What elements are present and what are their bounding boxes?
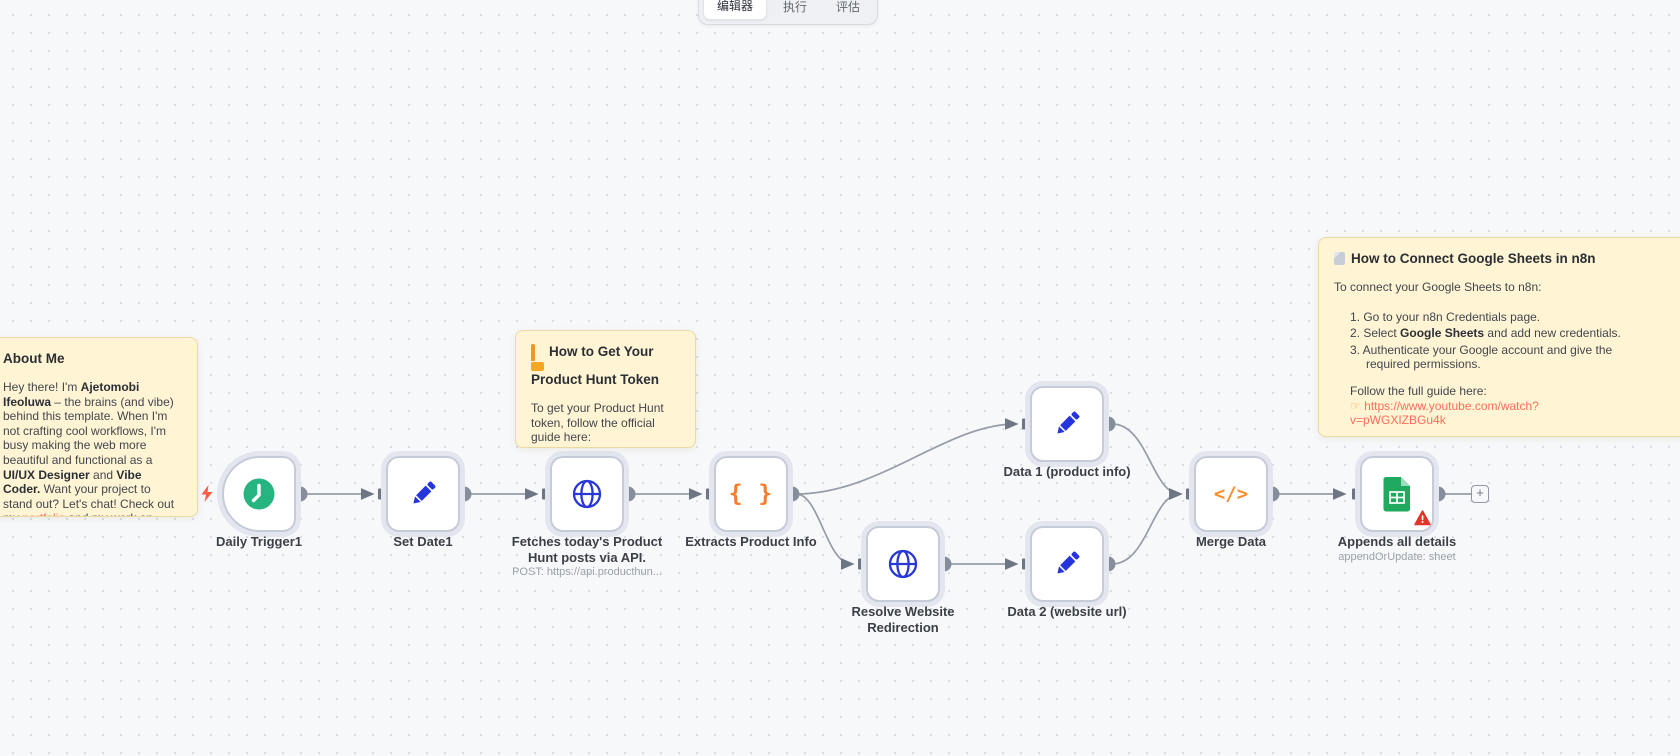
youtube-guide-link[interactable]: https://www.youtube.com/watch?v=pWGXIZBG… bbox=[1350, 398, 1539, 428]
input-port[interactable] bbox=[542, 488, 546, 500]
connection-data1-merge[interactable] bbox=[1111, 423, 1183, 500]
clock-icon bbox=[243, 478, 275, 510]
node-label-daily-trigger: Daily Trigger1 bbox=[216, 534, 302, 549]
sticky-note-google-sheets-guide[interactable]: How to Connect Google Sheets in n8n To c… bbox=[1318, 237, 1680, 437]
connection-extract-data1[interactable] bbox=[795, 418, 1019, 495]
node-label-data1: Data 1 (product info) bbox=[1003, 464, 1131, 479]
node-label-merge-data: Merge Data bbox=[1195, 534, 1267, 549]
lock-icon bbox=[531, 344, 544, 371]
input-port[interactable] bbox=[706, 488, 710, 500]
input-port[interactable] bbox=[378, 488, 382, 500]
note-body: To get your Product Hunt token, follow t… bbox=[531, 401, 680, 447]
node-google-sheets[interactable] bbox=[1360, 456, 1434, 532]
google-sheets-icon bbox=[1383, 477, 1410, 512]
node-daily-trigger[interactable] bbox=[222, 456, 296, 532]
node-label-resolve-redirect: Resolve Website Redirection bbox=[851, 604, 955, 635]
input-port[interactable] bbox=[1186, 488, 1190, 500]
pointer-icon: ☞ bbox=[531, 445, 542, 447]
tab-executions[interactable]: 执行 bbox=[783, 0, 808, 14]
node-data1[interactable] bbox=[1030, 386, 1104, 462]
pencil-icon bbox=[1057, 551, 1080, 574]
tab-editor[interactable]: 编辑器 bbox=[703, 0, 768, 20]
node-data2[interactable] bbox=[1030, 526, 1104, 602]
node-sub-google-sheets: appendOrUpdate: sheet bbox=[1338, 551, 1456, 563]
pencil-icon bbox=[1057, 411, 1080, 434]
sticky-note-about-me[interactable]: About Me Hey there! I'm Ajetomobi Ifeolu… bbox=[0, 337, 198, 517]
node-label-extract-info: Extracts Product Info bbox=[685, 534, 817, 549]
note-follow: Follow the full guide here: ☞ https://ww… bbox=[1350, 383, 1539, 428]
pencil-icon bbox=[413, 481, 436, 504]
braces-icon: { } bbox=[728, 481, 774, 507]
portfolio-link[interactable]: portfolio bbox=[22, 511, 65, 516]
note-title: How to Get Your Product Hunt Token bbox=[531, 344, 659, 387]
document-icon bbox=[1334, 252, 1345, 265]
node-set-date[interactable] bbox=[386, 456, 460, 532]
node-label-google-sheets: Appends all details bbox=[1337, 534, 1457, 549]
input-port[interactable] bbox=[1022, 418, 1026, 430]
input-port[interactable] bbox=[858, 558, 862, 570]
node-extract-info[interactable]: { } bbox=[714, 456, 788, 532]
view-tabbar: 编辑器 执行 评估 bbox=[698, 0, 879, 25]
note-body: Hey there! I'm Ajetomobi Ifeoluwa – the … bbox=[3, 380, 182, 516]
globe-icon bbox=[888, 549, 918, 579]
product-hunt-oauth-guide-link[interactable]: Product Hunt OAuth Token Guide bbox=[531, 445, 652, 447]
node-label-data2: Data 2 (website url) bbox=[1007, 604, 1127, 619]
note-title: How to Connect Google Sheets in n8n bbox=[1334, 250, 1680, 267]
note-title: About Me bbox=[3, 351, 65, 366]
note-intro: To connect your Google Sheets to n8n: bbox=[1334, 280, 1542, 294]
pointer-icon: ☞ bbox=[1350, 398, 1361, 413]
sticky-note-product-hunt-token[interactable]: How to Get Your Product Hunt Token To ge… bbox=[515, 330, 696, 448]
node-label-set-date: Set Date1 bbox=[393, 534, 453, 549]
connection-extract-resolve[interactable] bbox=[795, 493, 855, 570]
code-icon: </> bbox=[1213, 483, 1249, 505]
note-steps: 1. Go to your n8n Credentials page. 2. S… bbox=[1350, 309, 1621, 372]
input-port[interactable] bbox=[1352, 488, 1356, 500]
tab-evaluations[interactable]: 评估 bbox=[836, 0, 861, 14]
globe-icon bbox=[572, 479, 602, 509]
input-port[interactable] bbox=[1022, 558, 1026, 570]
node-fetch-posts[interactable] bbox=[550, 456, 624, 532]
add-node-button[interactable]: + bbox=[1471, 485, 1489, 503]
node-sub-fetch-posts: POST: https://api.producthun... bbox=[512, 566, 662, 578]
node-resolve-redirect[interactable] bbox=[866, 526, 940, 602]
connection-data2-merge[interactable] bbox=[1111, 488, 1183, 565]
node-label-fetch-posts: Fetches today's Product Hunt posts via A… bbox=[511, 534, 663, 565]
trigger-bolt-icon bbox=[201, 485, 213, 502]
node-merge-data[interactable]: </> bbox=[1194, 456, 1268, 532]
warning-icon bbox=[1414, 510, 1431, 526]
